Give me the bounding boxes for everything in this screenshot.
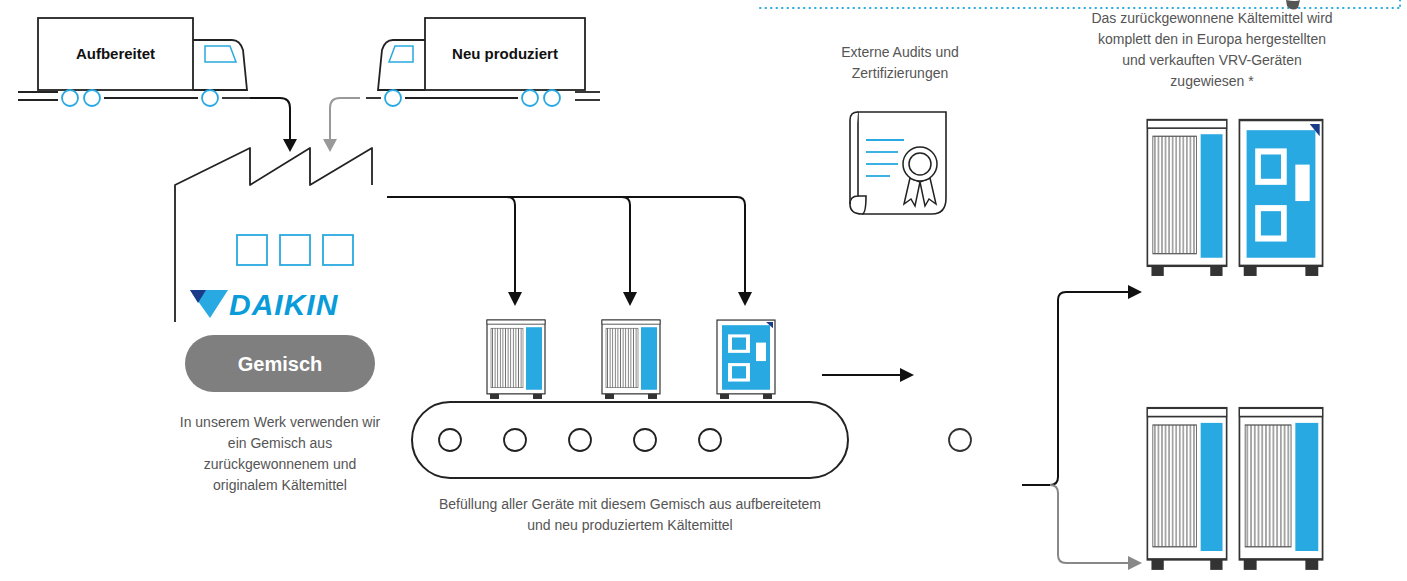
truck-cargo: Neu produziert	[360, 18, 590, 106]
mix-pill-label: Gemisch	[238, 353, 322, 375]
allocation-note: Das zurückgewonnene Kältemittel wird kom…	[1088, 8, 1336, 92]
factory: DAIKIN	[175, 148, 375, 322]
mix-pill: Gemisch	[185, 335, 375, 392]
flow-arrow	[250, 98, 297, 152]
truck-cargo-label: Aufbereitet	[76, 46, 155, 63]
flow-line	[330, 98, 360, 140]
flow-arrow	[323, 98, 360, 152]
factory-label: DAIKIN	[229, 288, 338, 321]
node-text-box: DAIKIN	[229, 286, 375, 322]
node-text-box: Neu produziert	[425, 18, 585, 90]
arrow-head	[283, 139, 297, 152]
node-text-box: Aufbereitet	[38, 18, 193, 90]
arrow-head	[323, 139, 337, 152]
node-text-box: Gemisch	[185, 335, 375, 392]
flow-line	[250, 98, 290, 140]
belt-note: Befüllung aller Geräte mit diesem Gemisc…	[430, 494, 830, 536]
truck-cargo-label: Neu produziert	[452, 46, 558, 63]
audit-note: Externe Audits und Zertifizierungen	[828, 42, 972, 84]
truck-cargo: Aufbereitet	[38, 18, 250, 106]
factory-note: In unserem Werk verwenden wir ein Gemisc…	[175, 412, 385, 496]
